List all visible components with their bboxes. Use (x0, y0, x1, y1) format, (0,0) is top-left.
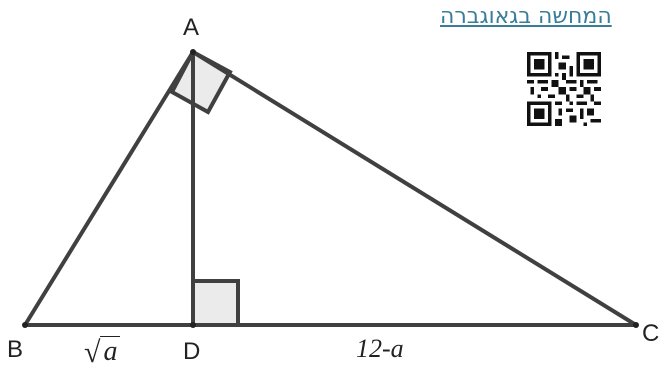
right-angle-marker-a (169, 49, 233, 115)
vertex-b (22, 322, 28, 328)
vertex-c (633, 322, 639, 328)
vertex-d (190, 322, 196, 328)
right-angle-marker-d (191, 279, 240, 327)
radicand: a (100, 336, 121, 368)
label-c: C (642, 320, 660, 347)
label-a: A (183, 14, 200, 41)
length-bd: √ a (84, 335, 121, 369)
vertex-a (190, 49, 196, 55)
length-dc: 12-a (356, 334, 404, 363)
side-ab (23, 50, 195, 327)
qr-code-icon[interactable] (527, 52, 601, 126)
label-b: B (7, 336, 24, 363)
geogebra-link[interactable]: המחשה בגאוגברה (440, 4, 612, 29)
radical-sign: √ (84, 335, 101, 369)
label-d: D (183, 338, 201, 365)
side-ac (191, 50, 638, 327)
